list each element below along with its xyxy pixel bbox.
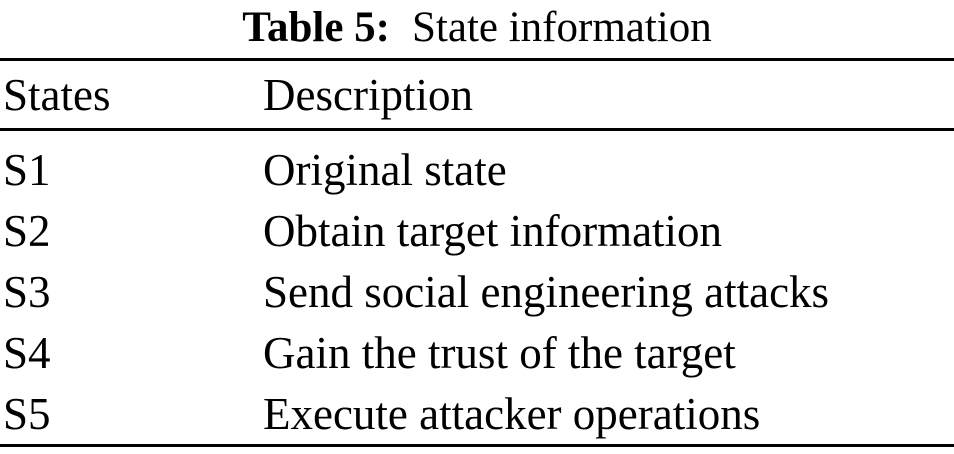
table-row: S4 Gain the trust of the target bbox=[0, 322, 954, 383]
description-cell: Send social engineering attacks bbox=[263, 266, 830, 317]
table-row: S2 Obtain target information bbox=[0, 200, 954, 261]
state-cell: S1 bbox=[3, 144, 51, 195]
table-caption-title: State information bbox=[412, 4, 712, 51]
top-rule bbox=[0, 58, 954, 61]
table-caption-number: Table 5: bbox=[242, 4, 390, 51]
state-cell: S5 bbox=[3, 388, 51, 439]
table-row: S3 Send social engineering attacks bbox=[0, 261, 954, 322]
column-header-states: States bbox=[3, 69, 111, 120]
description-cell: Original state bbox=[263, 144, 507, 195]
header-rule bbox=[0, 128, 954, 131]
table-caption: Table 5: State information bbox=[0, 0, 954, 58]
state-cell: S2 bbox=[3, 205, 51, 256]
state-cell: S3 bbox=[3, 266, 51, 317]
bottom-rule bbox=[0, 444, 954, 447]
table-header-row: States Description bbox=[0, 61, 954, 128]
description-cell: Execute attacker operations bbox=[263, 388, 761, 439]
table-row: S1 Original state bbox=[0, 139, 954, 200]
column-header-description: Description bbox=[263, 69, 473, 120]
table-row: S5 Execute attacker operations bbox=[0, 383, 954, 444]
description-cell: Obtain target information bbox=[263, 205, 723, 256]
state-cell: S4 bbox=[3, 327, 51, 378]
description-cell: Gain the trust of the target bbox=[263, 327, 736, 378]
table-body: S1 Original state S2 Obtain target infor… bbox=[0, 131, 954, 444]
